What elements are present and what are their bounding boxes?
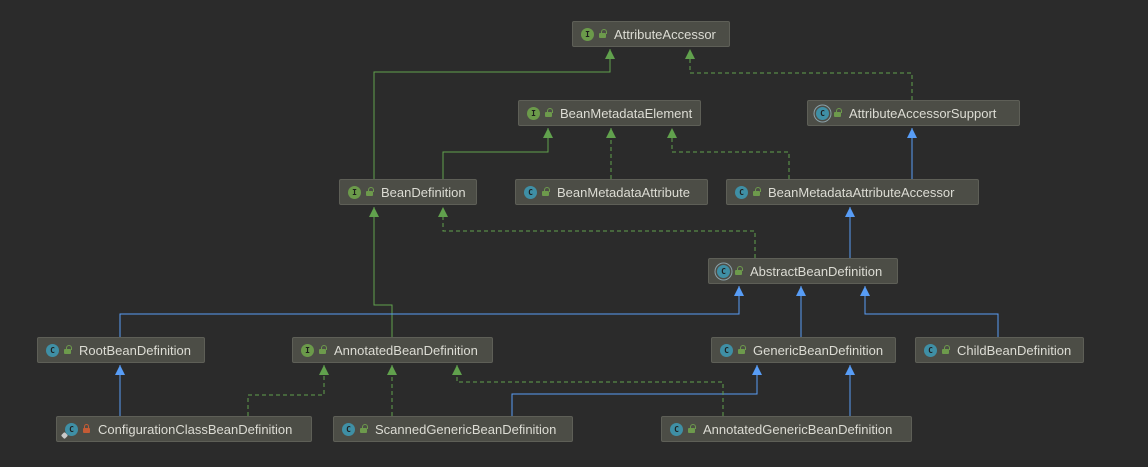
arrowhead (452, 365, 462, 375)
class-icon: C (65, 422, 78, 436)
arrowhead (438, 207, 448, 217)
unlocked-icon (687, 424, 697, 434)
node-label: BeanMetadataElement (560, 105, 693, 121)
class-icon: C (735, 185, 748, 199)
node-annotated-generic-bean-definition[interactable]: C AnnotatedGenericBeanDefinition (661, 416, 912, 442)
edge-implements (671, 128, 790, 179)
node-label: AttributeAccessorSupport (849, 105, 997, 121)
unlocked-icon (734, 266, 744, 276)
node-attribute-accessor[interactable]: I AttributeAccessor (572, 21, 730, 47)
node-label: RootBeanDefinition (79, 342, 192, 358)
node-label: AnnotatedBeanDefinition (334, 342, 478, 358)
unlocked-icon (359, 424, 369, 434)
node-label: ConfigurationClassBeanDefinition (98, 421, 293, 437)
unlocked-icon (752, 187, 762, 197)
unlocked-icon (941, 345, 951, 355)
node-label: BeanDefinition (381, 184, 466, 200)
node-abstract-bean-definition[interactable]: C AbstractBeanDefinition (708, 258, 898, 284)
class-icon: C (670, 422, 683, 436)
node-label: AttributeAccessor (614, 26, 716, 42)
arrowhead (115, 365, 125, 375)
arrowhead (734, 286, 744, 296)
node-label: BeanMetadataAttribute (557, 184, 690, 200)
node-annotated-bean-definition[interactable]: I AnnotatedBeanDefinition (292, 337, 493, 363)
node-configuration-class-bean-definition[interactable]: C ConfigurationClassBeanDefinition (56, 416, 312, 442)
node-label: ChildBeanDefinition (957, 342, 1072, 358)
arrowhead (845, 365, 855, 375)
node-bean-metadata-attribute-accessor[interactable]: C BeanMetadataAttributeAccessor (726, 179, 979, 205)
arrowhead (907, 128, 917, 138)
node-bean-metadata-attribute[interactable]: C BeanMetadataAttribute (515, 179, 708, 205)
unlocked-icon (598, 29, 608, 39)
unlocked-icon (365, 187, 375, 197)
arrowhead (387, 365, 397, 375)
class-icon: C (717, 264, 730, 278)
unlocked-icon (833, 108, 843, 118)
node-label: AnnotatedGenericBeanDefinition (703, 421, 893, 437)
edge-implements (442, 207, 756, 258)
unlocked-icon (541, 187, 551, 197)
class-icon: C (342, 422, 355, 436)
unlocked-icon (544, 108, 554, 118)
arrowhead (860, 286, 870, 296)
edge-implements (689, 49, 913, 100)
class-icon: C (924, 343, 937, 357)
lock-icon (82, 424, 92, 434)
arrowhead (605, 49, 615, 59)
arrowhead (543, 128, 553, 138)
edge-interface-extends (442, 128, 549, 179)
edge-interface-extends (373, 49, 611, 179)
arrowhead (319, 365, 329, 375)
class-icon: C (720, 343, 733, 357)
edge-extends (864, 286, 999, 337)
interface-icon: I (527, 106, 540, 120)
class-icon: C (816, 106, 829, 120)
arrowhead (845, 207, 855, 217)
interface-icon: I (301, 343, 314, 357)
interface-icon: I (348, 185, 361, 199)
node-bean-metadata-element[interactable]: I BeanMetadataElement (518, 100, 701, 126)
arrowhead (685, 49, 695, 59)
node-label: GenericBeanDefinition (753, 342, 884, 358)
arrowhead (796, 286, 806, 296)
arrowhead (606, 128, 616, 138)
unlocked-icon (318, 345, 328, 355)
node-child-bean-definition[interactable]: C ChildBeanDefinition (915, 337, 1084, 363)
class-icon: C (46, 343, 59, 357)
arrowhead (667, 128, 677, 138)
node-label: ScannedGenericBeanDefinition (375, 421, 557, 437)
node-root-bean-definition[interactable]: C RootBeanDefinition (37, 337, 205, 363)
arrowhead (752, 365, 762, 375)
node-generic-bean-definition[interactable]: C GenericBeanDefinition (711, 337, 896, 363)
node-label: AbstractBeanDefinition (750, 263, 883, 279)
unlocked-icon (63, 345, 73, 355)
unlocked-icon (737, 345, 747, 355)
edge-implements (456, 365, 724, 416)
interface-icon: I (581, 27, 594, 41)
edge-implements (247, 365, 325, 416)
node-attribute-accessor-support[interactable]: C AttributeAccessorSupport (807, 100, 1020, 126)
arrowhead (369, 207, 379, 217)
edge-extends (511, 365, 758, 416)
edge-interface-extends (373, 207, 393, 337)
node-bean-definition[interactable]: I BeanDefinition (339, 179, 477, 205)
node-label: BeanMetadataAttributeAccessor (768, 184, 955, 200)
edge-extends (119, 286, 740, 337)
node-scanned-generic-bean-definition[interactable]: C ScannedGenericBeanDefinition (333, 416, 573, 442)
class-icon: C (524, 185, 537, 199)
